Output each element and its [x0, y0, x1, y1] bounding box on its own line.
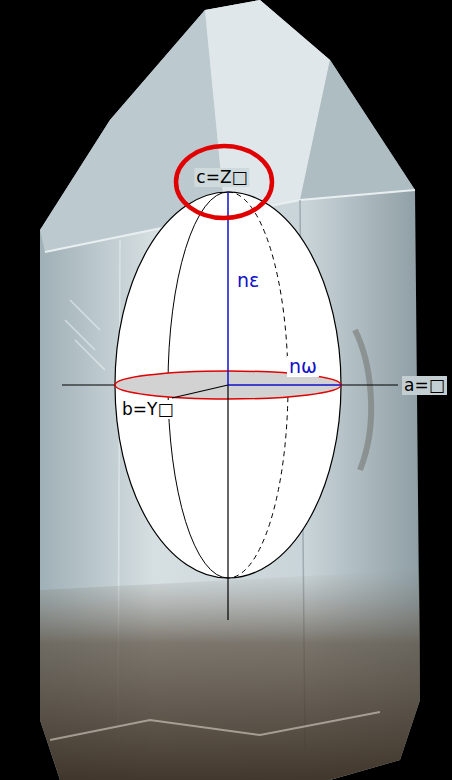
axis-label: a=□	[402, 376, 447, 395]
index-label: nω	[287, 356, 319, 377]
index-label: nε	[235, 270, 261, 291]
axis-label: b=Y□	[120, 400, 175, 419]
axis-label: c=Z□	[194, 168, 249, 187]
